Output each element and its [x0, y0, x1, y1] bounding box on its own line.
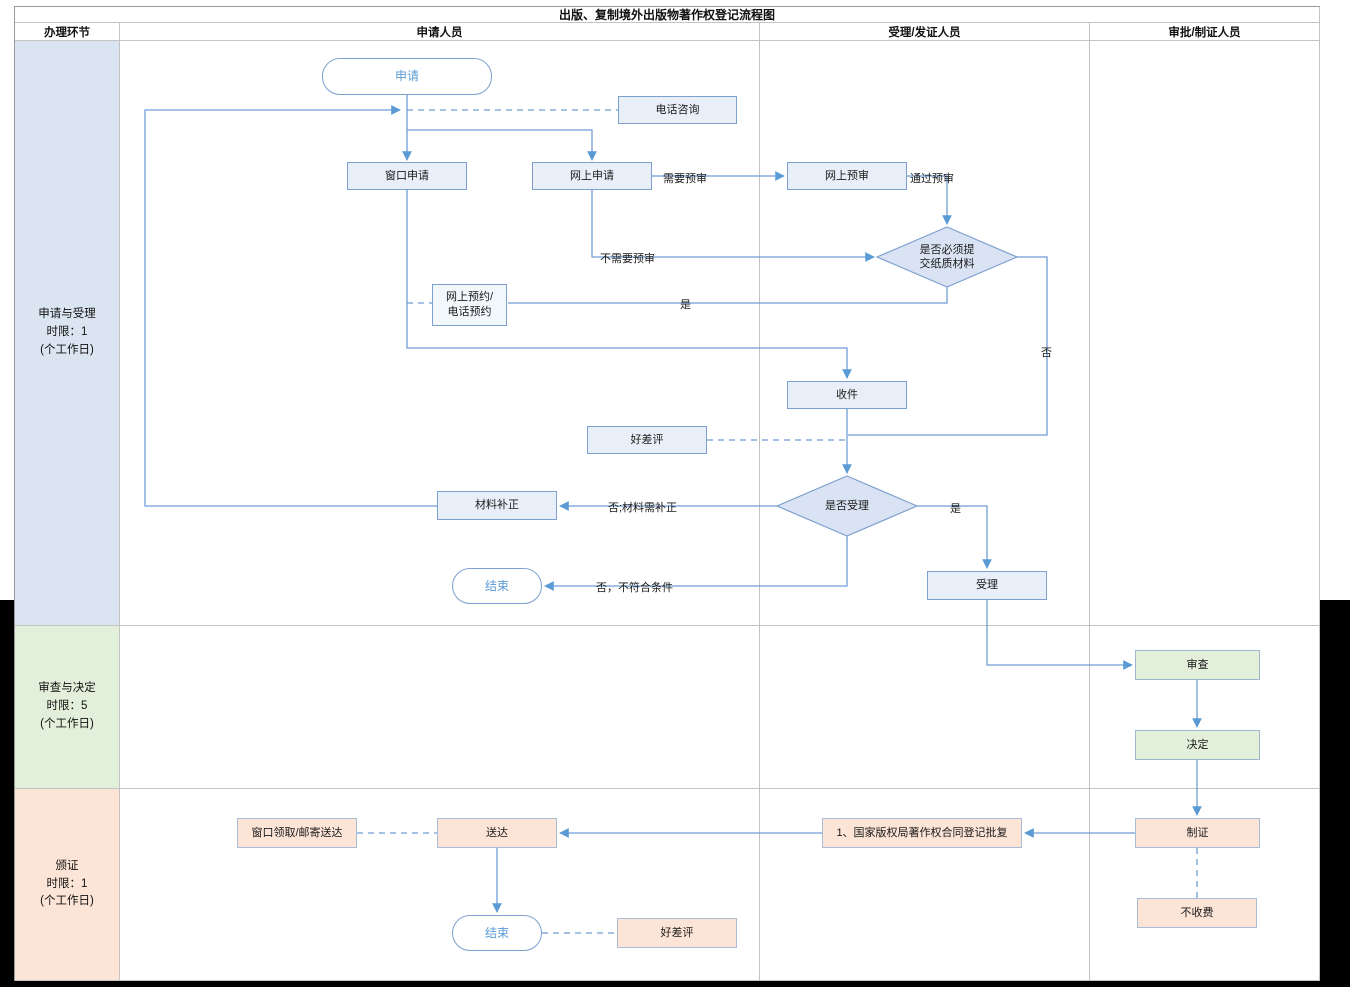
phone-consult-node: 电话咨询	[618, 96, 737, 124]
edge-label-no-prereview: 不需要预审	[600, 253, 655, 265]
make-cert-node: 制证	[1135, 818, 1260, 848]
accept-node: 受理	[927, 571, 1047, 600]
edge-label-no-paper: 否	[1041, 347, 1052, 359]
edge-label-need-prereview: 需要预审	[663, 173, 707, 185]
diagram-title: 出版、复制境外出版物著作权登记流程图	[15, 7, 1320, 23]
receive-node: 收件	[787, 381, 907, 409]
lane2-acceptance-cell	[760, 626, 1090, 789]
lane3-approval-cell	[1090, 789, 1320, 981]
material-correction-node: 材料补正	[437, 491, 557, 520]
edge-label-reject: 否，不符合条件	[596, 582, 673, 594]
column-header-applicant: 申请人员	[120, 23, 760, 41]
edge-label-pass-prereview: 通过预审	[910, 173, 954, 185]
decide-node: 决定	[1135, 730, 1260, 760]
window-apply-node: 窗口申请	[347, 162, 467, 190]
paper-decision-label: 是否必须提 交纸质材料	[919, 243, 975, 270]
rating-bottom-node: 好差评	[617, 918, 737, 948]
examine-node: 审查	[1135, 650, 1260, 680]
online-apply-node: 网上申请	[532, 162, 652, 190]
lane1-applicant-cell	[120, 41, 760, 626]
lane-label-examine-decide: 审查与决定 时限：5 (个工作日)	[15, 626, 120, 789]
lane1-acceptance-cell	[760, 41, 1090, 626]
accept-decision-label: 是否受理	[825, 499, 869, 512]
edge-label-yes-paper: 是	[680, 299, 691, 311]
no-fee-node: 不收费	[1137, 898, 1257, 928]
lane2-approval-cell	[1090, 626, 1320, 789]
lane-label-apply-accept: 申请与受理 时限：1 (个工作日)	[15, 41, 120, 626]
column-header-approval: 审批/制证人员	[1090, 23, 1320, 41]
lane2-applicant-cell	[120, 626, 760, 789]
lane3-acceptance-cell	[760, 789, 1090, 981]
start-node: 申请	[322, 58, 492, 95]
end-top-node: 结束	[452, 568, 542, 604]
edge-label-yes-accept: 是	[950, 503, 961, 515]
appointment-node: 网上预约/ 电话预约	[432, 284, 507, 326]
column-header-acceptance: 受理/发证人员	[760, 23, 1090, 41]
column-header-stage: 办理环节	[15, 23, 120, 41]
pickup-node: 窗口领取/邮寄送达	[237, 818, 357, 848]
deliver-node: 送达	[437, 818, 557, 848]
edge-label-need-correction: 否;材料需补正	[608, 502, 678, 514]
end-bottom-node: 结束	[452, 915, 542, 951]
lane3-applicant-cell	[120, 789, 760, 981]
lane-label-issue-cert: 颁证 时限：1 (个工作日)	[15, 789, 120, 981]
rating-top-node: 好差评	[587, 426, 707, 454]
approval-doc-node: 1、国家版权局著作权合同登记批复	[822, 818, 1022, 848]
lane1-approval-cell	[1090, 41, 1320, 626]
swimlane-table: 出版、复制境外出版物著作权登记流程图 办理环节 申请人员 受理/发证人员 审批/…	[14, 6, 1320, 981]
online-prereview-node: 网上预审	[787, 162, 907, 190]
